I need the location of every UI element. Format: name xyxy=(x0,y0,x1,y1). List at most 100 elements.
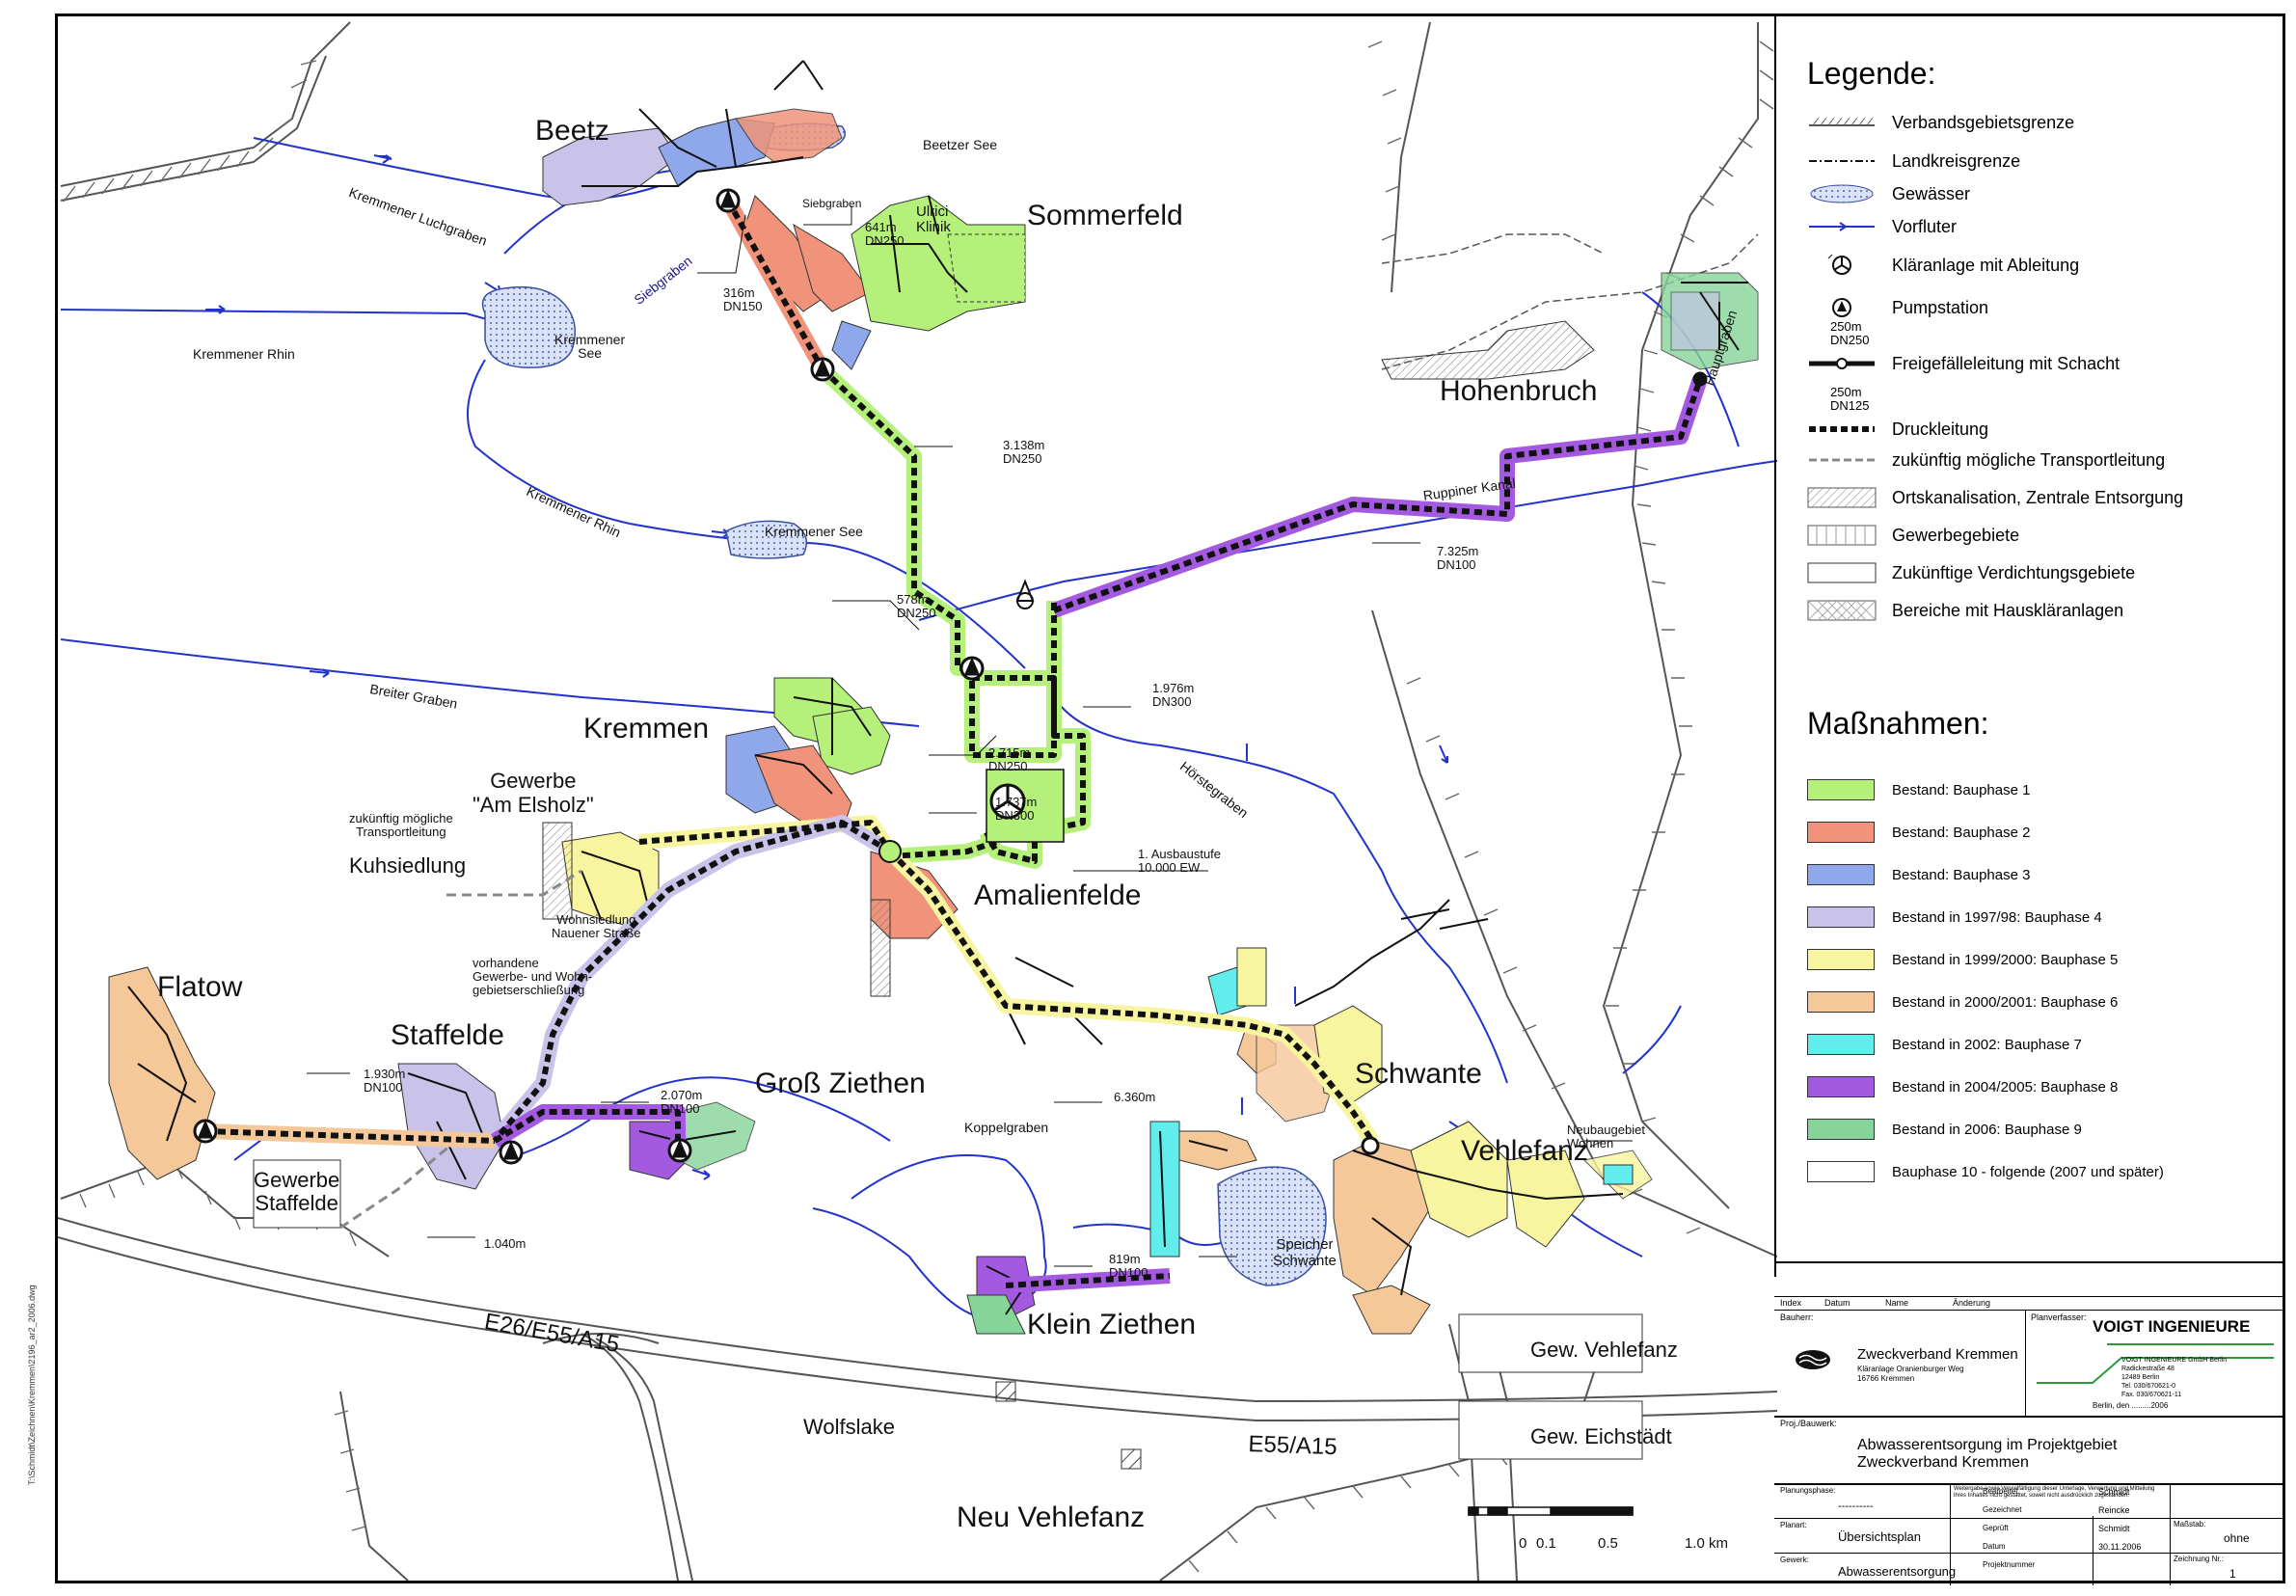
measure-item: Bestand in 2006: Bauphase 9 xyxy=(1807,1115,2082,1144)
pipe-label-819m: 819m DN100 xyxy=(1109,1252,1148,1280)
measure-label: Bestand in 2004/2005: Bauphase 8 xyxy=(1892,1078,2119,1096)
legend-item-ortskanalisation: Ortskanalisation, Zentrale Entsorgung xyxy=(1807,483,2183,512)
firm-logo-line xyxy=(2035,1339,2276,1390)
measure-swatch xyxy=(1807,1119,1875,1140)
legend-label: Zukünftige Verdichtungsgebiete xyxy=(1892,562,2136,582)
legend-label: zukünftig mögliche Transportleitung xyxy=(1892,449,2166,470)
title-block: Index Datum Name Änderung Bauherr: Planv… xyxy=(1774,1261,2282,1585)
measure-label: Bestand: Bauphase 2 xyxy=(1892,824,2031,841)
pump-station-icon xyxy=(1807,297,1877,318)
label-sommerfeld: Sommerfeld xyxy=(1027,200,1183,231)
measure-swatch xyxy=(1807,906,1875,928)
label-kuhsiedlung: Kuhsiedlung xyxy=(349,853,467,878)
measure-swatch xyxy=(1807,1161,1875,1182)
tb-planungsphase-label: Planungsphase: xyxy=(1780,1486,1836,1495)
legend-sub-gravity: 250m DN250 xyxy=(1830,319,1870,347)
measure-item: Bestand in 2004/2005: Bauphase 8 xyxy=(1807,1072,2118,1101)
legend-item-gewaesser: Gewässer xyxy=(1807,179,1970,208)
pipe-label-316m: 316m DN150 xyxy=(723,285,763,313)
water-blob-icon xyxy=(1807,183,1877,204)
measures-title: Maßnahmen: xyxy=(1807,706,1989,741)
label-kremmener-rhin: Kremmener Rhin xyxy=(193,346,295,362)
tb-zeichnung: 1 xyxy=(2229,1567,2236,1581)
legend-label: Freigefälleleitung mit Schacht xyxy=(1892,353,2120,373)
pump-station-grossziethen xyxy=(667,1138,692,1163)
label-amalienfelde: Amalienfelde xyxy=(974,879,1142,911)
legend-label: Bereiche mit Hauskläranlagen xyxy=(1892,600,2124,620)
label-neubaugebiet: Neubaugebiet Wohnen xyxy=(1567,1123,1645,1150)
label-ulrici-klinik: Ulrici Klinik xyxy=(916,203,951,235)
tb-bauherr-label: Bauherr: xyxy=(1780,1312,1814,1322)
legend-label: Landkreisgrenze xyxy=(1892,150,2021,171)
future-transport-lines xyxy=(339,869,582,1230)
scale-label-0: 0 xyxy=(1519,1535,1527,1552)
label-speicher: Speicher Schwante xyxy=(1273,1236,1337,1269)
tb-row-value: 30.11.2006 xyxy=(2098,1542,2142,1552)
blue-arrow-line-icon xyxy=(1807,216,1877,237)
legend-item-future-transport: zukünftig mögliche Transportleitung xyxy=(1807,446,2165,474)
future-pipe-icon xyxy=(1807,449,1877,471)
tb-row-value: Reincke xyxy=(2098,1505,2130,1515)
scale-bar xyxy=(1468,1506,1634,1516)
pump-station-sommerfeld xyxy=(810,357,835,382)
label-siebgraben-2: Siebgraben xyxy=(802,197,862,210)
measure-item: Bestand: Bauphase 2 xyxy=(1807,818,2030,847)
legend-label: Pumpstation xyxy=(1892,297,1989,317)
pump-station-kremmen xyxy=(959,656,985,681)
empty-box-icon xyxy=(1807,562,1877,583)
tb-row-key: Bearbeitet xyxy=(1983,1487,2018,1496)
legend-label: Gewerbegebiete xyxy=(1892,525,2020,545)
tb-planart-label: Planart: xyxy=(1780,1521,1807,1529)
label-wohnsiedlung: Wohnsiedlung Nauener Straße xyxy=(552,912,641,940)
measure-swatch xyxy=(1807,1034,1875,1055)
legend-panel: Legende: Verbandsgebietsgrenze Landkreis… xyxy=(1774,14,2284,1277)
label-gew-vehlefanz: Gew. Vehlefanz xyxy=(1530,1338,1678,1362)
scale-label-05: 0.5 xyxy=(1598,1535,1618,1552)
measure-item: Bauphase 10 - folgende (2007 und später) xyxy=(1807,1157,2164,1186)
legend-label: Verbandsgebietsgrenze xyxy=(1892,112,2075,132)
legend-label: Kläranlage mit Ableitung xyxy=(1892,255,2080,275)
client-logo xyxy=(1794,1348,1832,1371)
file-path-text: T:\Schmidt\Zeichnen\Kremmen\2196_ar2_200… xyxy=(27,1285,37,1485)
label-vorhandene: vorhandene Gewerbe- und Wohn- gebietsers… xyxy=(473,956,593,997)
tb-row-key: Gezeichnet xyxy=(1983,1505,2022,1514)
label-neu-vehlefanz: Neu Vehlefanz xyxy=(957,1501,1146,1533)
label-klein-ziethen: Klein Ziethen xyxy=(1027,1309,1197,1340)
legend-label: Druckleitung xyxy=(1892,419,1989,439)
legend-item-freigefaelle: Freigefälleleitung mit Schacht xyxy=(1807,349,2120,378)
tb-row-key: Geprüft xyxy=(1983,1524,2009,1532)
tb-gewerk-label: Gewerk: xyxy=(1780,1555,1809,1564)
label-wolfslake: Wolfslake xyxy=(803,1415,895,1439)
legend-label: Gewässer xyxy=(1892,183,1971,203)
tb-massstab-label: Maßstab: xyxy=(2174,1520,2206,1528)
pressure-pipelines xyxy=(204,197,1708,1293)
legend-title: Legende: xyxy=(1807,56,1936,91)
boundary-hatching xyxy=(63,41,1774,1573)
treatment-plant-icon xyxy=(878,579,1065,863)
cross-hatch-icon xyxy=(1807,600,1877,621)
tb-hdr-aenderung: Änderung xyxy=(1953,1298,1991,1308)
legend-label: Ortskanalisation, Zentrale Entsorgung xyxy=(1892,487,2184,507)
dashdot-line-icon xyxy=(1807,150,1877,172)
tb-planungsphase-val: ---------- xyxy=(1838,1501,1874,1512)
tb-row-key: Datum xyxy=(1983,1542,2006,1551)
pipe-label-641m: 641m DN250 xyxy=(865,220,905,248)
legend-item-vorfluter: Vorfluter xyxy=(1807,212,1957,241)
pump-station-beetz xyxy=(716,188,741,213)
tb-plan: Übersichtsplan xyxy=(1838,1529,1921,1544)
tb-project: Abwasserentsorgung im Projektgebiet Zwec… xyxy=(1857,1437,2118,1471)
measure-swatch xyxy=(1807,864,1875,885)
label-gewerbe-staffelde: Gewerbe Staffelde xyxy=(254,1168,340,1215)
pipe-label-2070m: 2.070m DN100 xyxy=(661,1088,703,1116)
label-gross-ziethen: Groß Ziethen xyxy=(755,1068,926,1099)
treatment-plant-icon xyxy=(1807,254,1877,276)
local-sewers xyxy=(127,60,1748,1315)
pipe-label-3138m: 3.138m DN250 xyxy=(1003,438,1045,466)
label-leaders xyxy=(307,205,1633,1267)
label-a15-east: E55/A15 xyxy=(1248,1431,1338,1461)
label-kremmener-see-2: Kremmener See xyxy=(765,524,863,539)
pump-station-schwante xyxy=(1361,1136,1380,1155)
tb-row-key: Projektnummer xyxy=(1983,1560,2036,1569)
tb-client-addr: Kläranlage Oranienburger Weg 16766 Kremm… xyxy=(1857,1365,1964,1383)
boundary-hatch-icon xyxy=(1807,112,1877,133)
